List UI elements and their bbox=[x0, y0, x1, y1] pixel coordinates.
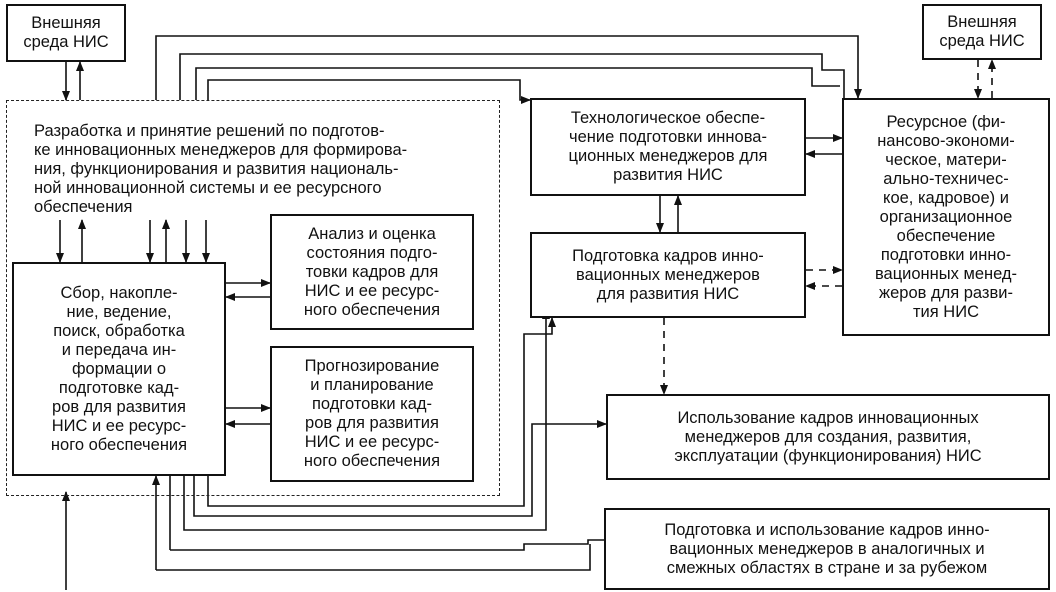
connector-bottom-loop-3 bbox=[170, 539, 604, 551]
decision-text: Разработка и принятие решений по подгото… bbox=[34, 122, 408, 216]
connector-top-loop-4 bbox=[207, 79, 531, 104]
connector-top-loop-3 bbox=[195, 67, 840, 100]
personnel-training-block: Подготовка кадров инно- вационных менедж… bbox=[530, 232, 806, 318]
connector-bottom-loop-7 bbox=[207, 317, 556, 507]
forecasting-block: Прогнозирование и планирование подготовк… bbox=[270, 346, 474, 482]
connector-top-loop-2 bbox=[179, 53, 845, 100]
external-environment-right: Внешняя среда НИС bbox=[922, 4, 1042, 60]
external-environment-left: Внешняя среда НИС bbox=[6, 4, 126, 62]
connector-top-loop-1 bbox=[155, 35, 862, 100]
resource-support-block: Ресурсное (фи- нансово-экономи- ческое, … bbox=[842, 98, 1050, 336]
personnel-use-block: Использование кадров инновационных менед… bbox=[606, 394, 1050, 480]
collection-block: Сбор, накопле- ние, ведение, поиск, обра… bbox=[12, 262, 226, 476]
connector-bottom-loop-5 bbox=[183, 309, 550, 531]
tech-support-block: Технологическое обеспе- чение подготовки… bbox=[530, 98, 806, 196]
analog-use-block: Подготовка и использование кадров инно- … bbox=[604, 508, 1050, 590]
connector-bottom-loop-8 bbox=[156, 544, 591, 571]
decision-region bbox=[6, 100, 500, 496]
analysis-block: Анализ и оценка состояния подго- товки к… bbox=[270, 214, 474, 330]
connector-bottom-loop-6 bbox=[193, 420, 607, 517]
